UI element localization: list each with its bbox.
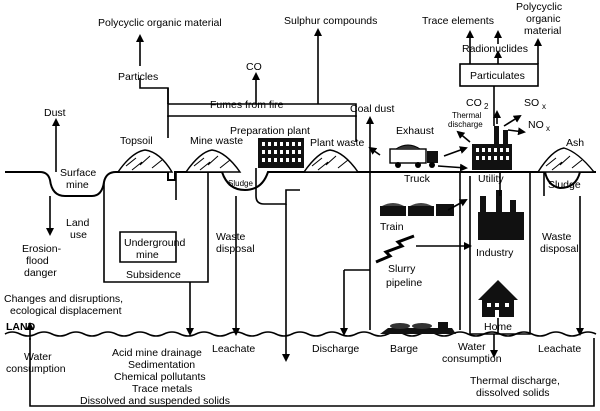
- utility-box: [469, 172, 584, 358]
- home-icon: [478, 280, 518, 317]
- label-acid: Acid mine drainage: [112, 347, 202, 359]
- label-slurry-2: pipeline: [386, 277, 422, 289]
- label-polycyclic-right-2: organic: [526, 13, 560, 25]
- label-dissolved: Dissolved and suspended solids: [80, 395, 230, 407]
- utility-plant-icon: [472, 126, 512, 170]
- label-land-use-1: Land: [66, 217, 90, 229]
- barge-icon: [380, 322, 456, 334]
- label-sox: SO: [524, 97, 539, 109]
- train-icon: [380, 203, 454, 216]
- plant-waste-hill-icon: [302, 149, 360, 173]
- label-waste-disposal-right-2: disposal: [540, 243, 579, 255]
- emission-arrows: [456, 110, 526, 143]
- top-connectors: [136, 28, 322, 104]
- label-plant-waste: Plant waste: [310, 137, 364, 149]
- label-underground-2: mine: [136, 249, 159, 261]
- label-particulates: Particulates: [470, 70, 525, 82]
- label-mine-waste: Mine waste: [190, 135, 243, 147]
- label-sulphur: Sulphur compounds: [284, 15, 377, 27]
- ground-line: [5, 171, 596, 197]
- label-land: LAND: [6, 321, 36, 333]
- label-sludge-left: Sludge: [228, 179, 253, 188]
- label-trace-elements: Trace elements: [422, 15, 494, 27]
- label-nox-sub: x: [546, 124, 550, 133]
- label-exhaust: Exhaust: [396, 125, 434, 137]
- label-ash: Ash: [566, 137, 584, 149]
- label-erosion-3: danger: [24, 267, 57, 279]
- label-changes-2: ecological displacement: [10, 305, 122, 317]
- label-coal-dust: Coal dust: [350, 103, 394, 115]
- label-truck: Truck: [404, 173, 431, 185]
- label-trace-metals: Trace metals: [132, 383, 192, 395]
- label-water-cons-left-2: consumption: [6, 363, 66, 375]
- label-polycyclic-right-1: Polycyclic: [516, 1, 562, 13]
- label-fumes: Fumes from fire: [210, 99, 284, 111]
- label-leachate-right: Leachate: [538, 343, 581, 355]
- label-erosion-2: flood: [26, 255, 49, 267]
- label-nox: NO: [528, 119, 544, 131]
- fumes-box: [167, 103, 357, 142]
- label-water-cons-right-2: consumption: [442, 353, 502, 365]
- label-chemical: Chemical pollutants: [114, 371, 206, 383]
- label-utility: Utility: [478, 173, 504, 185]
- label-waste-disposal-left-2: disposal: [216, 243, 255, 255]
- label-radionuclides: Radionuclides: [462, 43, 528, 55]
- label-waste-disposal-right-1: Waste: [542, 231, 572, 243]
- label-discharge: Discharge: [312, 343, 359, 355]
- label-train: Train: [380, 221, 404, 233]
- ash-hill-icon: [536, 147, 596, 173]
- prep-connectors: [186, 168, 300, 362]
- label-sludge-right: Sludge: [548, 179, 581, 191]
- topsoil-hill-icon: [116, 149, 174, 173]
- label-surface-2: mine: [66, 179, 89, 191]
- label-sox-sub: x: [542, 102, 546, 111]
- label-slurry-1: Slurry: [388, 263, 416, 275]
- label-co2-sub: 2: [484, 102, 489, 111]
- label-thermal-1: Thermal: [452, 111, 482, 120]
- truck-icon: [389, 144, 438, 168]
- label-sedimentation: Sedimentation: [128, 359, 195, 371]
- central-connectors: [340, 116, 468, 336]
- label-polycyclic-right-3: material: [524, 25, 561, 37]
- label-subsidence: Subsidence: [126, 269, 181, 281]
- mine-waste-hill-icon: [184, 149, 242, 173]
- slurry-pipeline-icon: [375, 234, 472, 264]
- label-thermal-bottom-1: Thermal discharge,: [470, 375, 560, 387]
- label-erosion-1: Erosion-: [22, 243, 62, 255]
- label-polycyclic-left: Polycyclic organic material: [98, 17, 222, 29]
- label-land-use-2: use: [70, 229, 87, 241]
- label-water-cons-right-1: Water: [458, 341, 486, 353]
- mine-box: [103, 172, 209, 283]
- particulates-box: [459, 30, 542, 126]
- labels: Polycyclic organic material Sulphur comp…: [4, 1, 584, 407]
- preparation-plant-icon: [258, 138, 304, 168]
- label-barge: Barge: [390, 343, 418, 355]
- label-home: Home: [484, 321, 512, 333]
- label-thermal-bottom-2: dissolved solids: [476, 387, 550, 399]
- label-particles: Particles: [118, 71, 158, 83]
- label-co: CO: [246, 61, 262, 73]
- label-dust: Dust: [44, 107, 66, 119]
- label-co2: CO: [466, 97, 482, 109]
- label-underground-1: Underground: [124, 237, 185, 249]
- label-leachate-left: Leachate: [212, 343, 255, 355]
- label-thermal-2: discharge: [448, 120, 483, 129]
- label-changes-1: Changes and disruptions,: [4, 293, 123, 305]
- label-prep-plant: Preparation plant: [230, 125, 310, 137]
- industry-icon: [478, 190, 524, 240]
- label-waste-disposal-left-1: Waste: [216, 231, 246, 243]
- label-industry: Industry: [476, 247, 514, 259]
- label-topsoil: Topsoil: [120, 135, 153, 147]
- label-water-cons-left-1: Water: [24, 351, 52, 363]
- label-surface-1: Surface: [60, 167, 96, 179]
